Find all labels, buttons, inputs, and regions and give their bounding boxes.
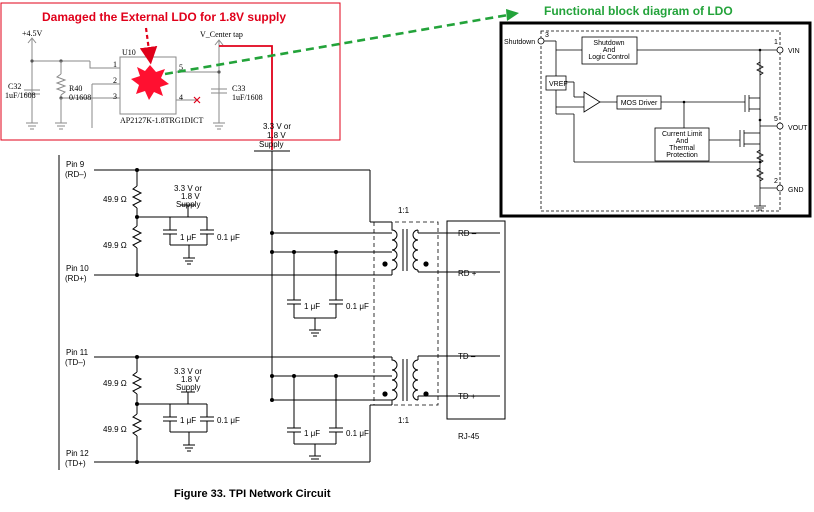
r40-value: 0/1608 [69, 93, 91, 102]
magnetics-box [373, 221, 439, 406]
tpi-network-circuit: Pin 9 (RD–) Pin 10 (RD+) Pin 11 (TD–) Pi… [58, 122, 506, 470]
supply-bot-line1: 3.3 V or [174, 367, 202, 376]
vout-pin-number: 5 [774, 116, 778, 123]
supply-mid-line3: Supply [259, 140, 283, 149]
cap-bot-1uf: 1 μF [180, 416, 196, 425]
cl-line3: Thermal [669, 145, 695, 152]
pin3-label: 3 [113, 92, 117, 101]
ldo-link-arrowhead [506, 9, 519, 21]
res-top-1: 49.9 Ω [103, 195, 127, 204]
td-minus-label: TD – [458, 352, 476, 361]
cap-top-1uf: 1 μF [180, 233, 196, 242]
shutdown-logic-block [581, 36, 638, 65]
vin-label: VIN [788, 48, 800, 55]
rd-minus-label: RD – [458, 229, 477, 238]
pin1-label: 1 [113, 60, 117, 69]
cap-mid-top-1uf: 1 μF [304, 302, 320, 311]
vout-label: VOUT [788, 125, 808, 132]
logic-line2: And [603, 47, 616, 54]
pin12-label: Pin 12 [66, 449, 89, 458]
vin-pin-number: 1 [774, 39, 778, 46]
u10-label: U10 [122, 48, 136, 57]
ldo-schematic-inset: Damaged the External LDO for 1.8V supply… [0, 2, 341, 150]
ratio-top: 1:1 [398, 206, 410, 215]
c33-value: 1uF/1608 [232, 93, 263, 102]
cl-line2: And [676, 138, 689, 145]
mos-driver-block [616, 95, 662, 110]
cl-line1: Current Limit [662, 131, 702, 138]
pin11-signal: (TD–) [65, 358, 86, 367]
cap-mid-bot-01uf: 0.1 μF [346, 429, 369, 438]
figure-caption: Figure 33. TPI Network Circuit [174, 488, 331, 500]
ldo-inset-frame [0, 2, 341, 141]
rj45-connector [446, 220, 506, 420]
td-plus-label: TD + [458, 392, 476, 401]
cap-top-01uf: 0.1 μF [217, 233, 240, 242]
supply-bot-line3: Supply [176, 383, 200, 392]
rd-plus-label: RD + [458, 269, 477, 278]
c32-value: 1uF/1608 [5, 91, 36, 100]
vref-label: VREF [549, 81, 568, 88]
supply-mid-line1: 3.3 V or [263, 122, 291, 131]
current-limit-block [654, 127, 710, 162]
shutdown-pin-label: Shutdown [504, 39, 535, 46]
ldo-link-arrow [164, 13, 509, 76]
cap-mid-top-01uf: 0.1 μF [346, 302, 369, 311]
r40-label: R40 [69, 84, 82, 93]
c32-label: C32 [8, 82, 21, 91]
ldo-block-diagram: Shutdown 3 Shutdown And Logic Control VR… [499, 21, 812, 218]
logic-line3: Logic Control [588, 54, 630, 61]
cl-line4: Protection [666, 152, 698, 159]
rj45-label: RJ-45 [458, 432, 480, 441]
block-diagram-frame [499, 21, 812, 218]
res-bot-2: 49.9 Ω [103, 425, 127, 434]
res-bot-1: 49.9 Ω [103, 379, 127, 388]
c33-label: C33 [232, 84, 245, 93]
damage-title: Damaged the External LDO for 1.8V supply [42, 10, 286, 24]
ldo-part-number: AP2127K-1.8TRG1DICT [120, 116, 203, 125]
ic-boundary [540, 30, 781, 212]
cap-mid-bot-1uf: 1 μF [304, 429, 320, 438]
ldo-block-title: Functional block diagram of LDO [544, 4, 733, 18]
center-tap-label: V_Center tap [200, 30, 243, 39]
supply-mid-line2: 1.8 V [267, 131, 286, 140]
gnd-label: GND [788, 187, 804, 194]
pin10-signal: (RD+) [65, 274, 87, 283]
supply-label: +4.5V [22, 29, 43, 38]
pin12-signal: (TD+) [65, 459, 86, 468]
supply-top-line1: 3.3 V or [174, 184, 202, 193]
gnd-pin-number: 2 [774, 178, 778, 185]
pin4-label: 4 [179, 93, 183, 102]
cap-bot-01uf: 0.1 μF [217, 416, 240, 425]
pin5-label: 5 [179, 63, 183, 72]
mos-driver-label: MOS Driver [621, 100, 658, 107]
supply-bot-line2: 1.8 V [181, 375, 200, 384]
supply-top-line3: Supply [176, 200, 200, 209]
pin9-signal: (RD–) [65, 170, 87, 179]
supply-top-line2: 1.8 V [181, 192, 200, 201]
damage-burst-icon [131, 65, 169, 100]
pin2-label: 2 [113, 76, 117, 85]
pin10-label: Pin 10 [66, 264, 89, 273]
pin9-label: Pin 9 [66, 160, 85, 169]
logic-line1: Shutdown [593, 40, 624, 47]
ratio-bot: 1:1 [398, 416, 410, 425]
res-top-2: 49.9 Ω [103, 241, 127, 250]
error-amp-icon [583, 91, 601, 113]
vref-block [545, 75, 567, 91]
pin11-label: Pin 11 [66, 348, 89, 357]
shutdown-pin-number: 3 [545, 32, 549, 39]
